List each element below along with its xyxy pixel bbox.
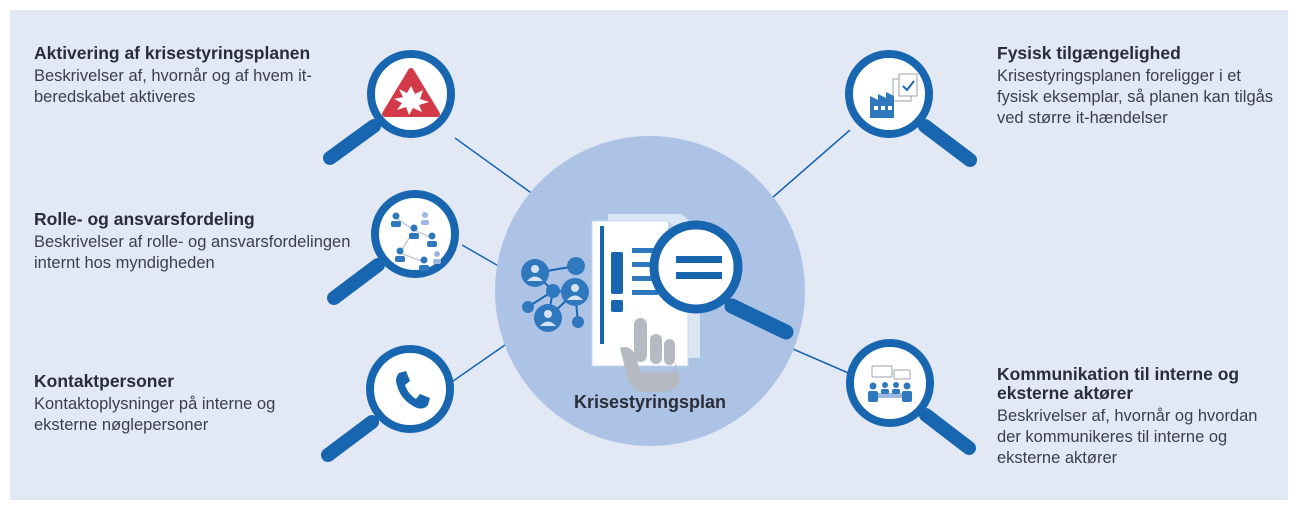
magnifier-contacts — [321, 345, 454, 462]
connector-physical — [771, 129, 851, 199]
connector-contacts — [442, 337, 516, 389]
block-communication: Kommunikation til interne og eksterne ak… — [997, 365, 1277, 469]
center-magnifier-icon — [649, 220, 794, 340]
pointing-hand-icon — [620, 318, 680, 392]
block-description: Kontaktoplysninger på interne og ekstern… — [34, 395, 276, 434]
connector-roles — [461, 244, 503, 269]
magnifier-communication — [846, 339, 976, 455]
block-description: Beskrivelser af, hvornår og af hvem it-b… — [34, 67, 312, 106]
people-network-icon — [391, 212, 441, 271]
block-activation: Aktivering af krisestyringsplanen Beskri… — [34, 44, 334, 108]
block-roles: Rolle- og ansvarsfordeling Beskrivelser … — [34, 210, 354, 274]
center-label: Krisestyringsplan — [573, 392, 727, 412]
block-physical: Fysisk tilgængelighed Krisestyringsplane… — [997, 44, 1277, 129]
building-document-icon — [870, 73, 918, 118]
network-icon — [521, 257, 589, 332]
connector-communication — [785, 345, 854, 376]
meeting-icon — [868, 365, 912, 402]
block-title: Kommunikation til interne og eksterne ak… — [997, 364, 1240, 403]
warning-explosion-icon — [382, 68, 440, 117]
block-title: Rolle- og ansvarsfordeling — [34, 209, 255, 229]
block-description: Beskrivelser af, hvornår og hvordan der … — [997, 407, 1258, 467]
magnifier-physical — [845, 50, 977, 167]
block-description: Krisestyringsplanen foreligger i et fysi… — [997, 67, 1274, 127]
block-title: Fysisk tilgængelighed — [997, 43, 1181, 63]
phone-icon — [396, 371, 430, 409]
block-title: Aktivering af krisestyringsplanen — [34, 43, 311, 63]
block-title: Kontaktpersoner — [34, 371, 175, 391]
block-contacts: Kontaktpersoner Kontaktoplysninger på in… — [34, 372, 334, 436]
block-description: Beskrivelser af rolle- og ansvarsfordeli… — [34, 233, 351, 272]
